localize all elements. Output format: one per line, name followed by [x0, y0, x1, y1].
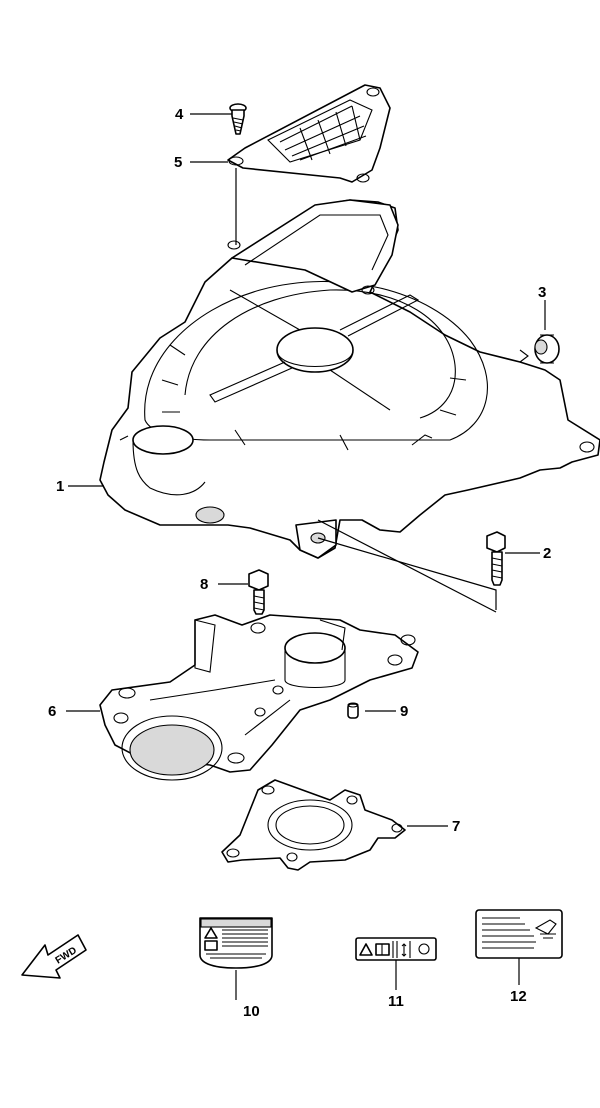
dowel-pin — [347, 702, 359, 719]
callout-3: 3 — [538, 284, 546, 301]
leader-lines — [66, 113, 546, 1000]
base-plate — [99, 614, 419, 781]
fan-cover — [99, 199, 600, 559]
warning-label — [199, 917, 273, 969]
gasket — [221, 779, 406, 871]
callout-12: 12 — [510, 988, 527, 1005]
caution-label — [355, 937, 437, 961]
callout-1: 1 — [56, 478, 64, 495]
callout-6: 6 — [48, 703, 56, 720]
callout-9: 9 — [400, 703, 408, 720]
intake-grille — [227, 84, 391, 183]
fwd-arrow-icon: FWD — [21, 934, 87, 979]
callout-7: 7 — [452, 818, 460, 835]
bolt-2 — [486, 531, 506, 586]
oil-label — [475, 909, 563, 959]
callout-4: 4 — [175, 106, 184, 123]
callout-labels: 1 2 3 4 5 6 7 8 9 10 11 12 — [48, 106, 551, 1020]
callout-2: 2 — [543, 545, 551, 562]
callout-10: 10 — [243, 1003, 260, 1020]
screw — [229, 103, 247, 135]
grommet — [534, 334, 560, 364]
callout-5: 5 — [174, 154, 182, 171]
bolt-8 — [248, 569, 269, 615]
callout-11: 11 — [388, 993, 404, 1010]
callout-8: 8 — [200, 576, 208, 593]
